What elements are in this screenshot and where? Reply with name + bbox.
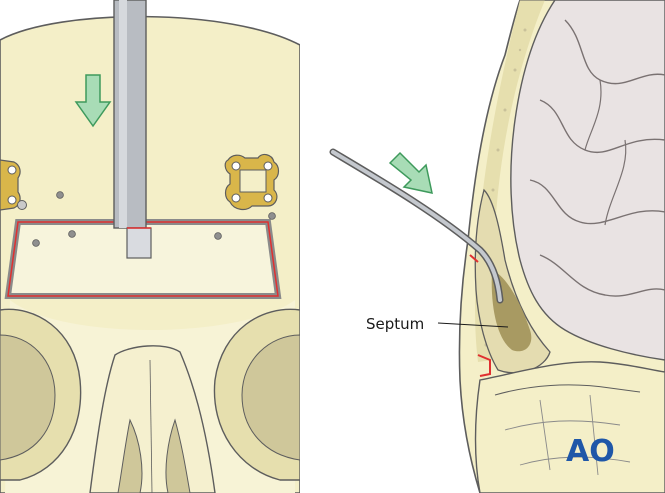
skull-base (474, 361, 665, 493)
osteotome-instrument (113, 0, 152, 259)
fixation-plate-right (224, 153, 280, 211)
drill-holes (32, 191, 276, 247)
left-panel-frontal-view (0, 0, 301, 493)
septum-label: Septum (366, 315, 424, 333)
osteotomy-line (469, 254, 491, 377)
right-panel-sagittal-view: Septum AO (329, 0, 665, 493)
brain (510, 0, 665, 361)
svg-text:AO: AO (566, 434, 615, 469)
fixation-plate-left (0, 159, 27, 211)
ao-logo: AO (566, 434, 615, 469)
diagonal-arrow-icon (388, 151, 433, 194)
elevator-instrument (329, 148, 504, 304)
down-arrow-icon (74, 74, 112, 128)
septum-leader-line (437, 322, 509, 328)
